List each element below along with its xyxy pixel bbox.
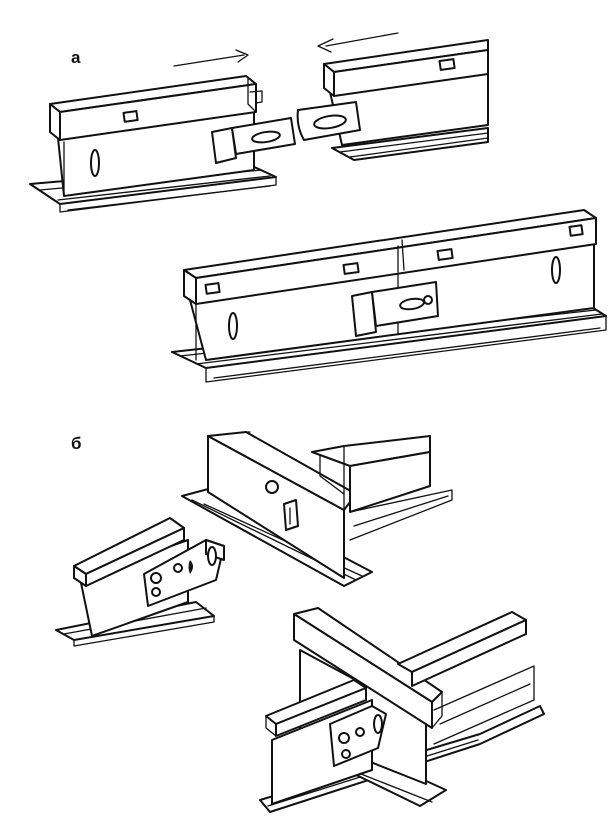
direction-arrow-left xyxy=(317,32,399,53)
lower-assembled-cross xyxy=(259,607,545,813)
left-cross-tee xyxy=(55,517,225,647)
right-main-profile xyxy=(296,39,489,161)
panel-a-joined-profile xyxy=(171,209,607,383)
upper-main-profile xyxy=(181,431,453,587)
left-main-profile xyxy=(29,75,296,213)
panel-a-label: а xyxy=(71,48,81,67)
direction-arrow-right xyxy=(173,49,249,67)
panel-b-label: б xyxy=(71,434,82,453)
panel-a-separated-profiles xyxy=(29,32,489,213)
panel-b-cross-connection xyxy=(55,431,545,813)
